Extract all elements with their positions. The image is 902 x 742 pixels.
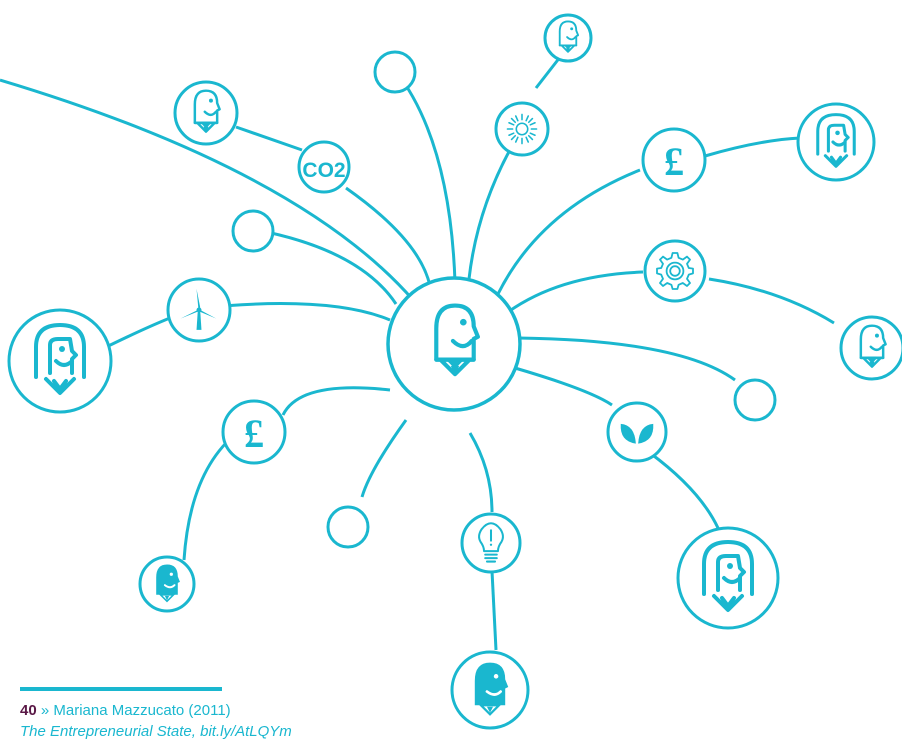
node-man-top	[543, 13, 593, 63]
footnote-number: 40	[20, 702, 37, 719]
node-co2: CO2	[297, 140, 351, 194]
node-blank-right	[733, 378, 777, 422]
co2-icon: CO2	[302, 159, 345, 182]
node-pound-right: £	[641, 127, 707, 193]
node-blank-left	[231, 209, 275, 253]
connector-lines	[0, 51, 835, 651]
node-man-topleft	[173, 80, 239, 146]
footnote-source-link[interactable]: The Entrepreneurial State, bit.ly/AtLQYm	[20, 723, 292, 740]
node-blank-top	[373, 50, 417, 94]
node-woman-left	[7, 308, 113, 414]
node-woman-bottomright	[676, 526, 780, 630]
footnote-arrow: »	[40, 702, 50, 719]
node-sun	[494, 101, 550, 157]
pound-icon: £	[664, 139, 684, 184]
node-wind-turbine	[166, 277, 232, 343]
node-man-bottom	[450, 650, 530, 730]
central-entrepreneur	[386, 276, 522, 412]
node-lightbulb	[460, 512, 522, 574]
pound-icon: £	[244, 411, 264, 456]
footnote-rule	[20, 687, 222, 691]
node-woman-topright	[796, 102, 876, 182]
node-leaf	[606, 401, 668, 463]
node-man-small-left	[138, 555, 196, 613]
node-man-right	[839, 315, 902, 381]
footnote-line-1: 40 » Mariana Mazzucato (2011)	[20, 700, 292, 721]
node-gear	[643, 239, 707, 303]
node-blank-bottom	[326, 505, 370, 549]
node-pound-left: £	[221, 399, 287, 465]
footnote: 40 » Mariana Mazzucato (2011) The Entrep…	[20, 700, 292, 742]
footnote-citation: Mariana Mazzucato (2011)	[53, 702, 231, 719]
